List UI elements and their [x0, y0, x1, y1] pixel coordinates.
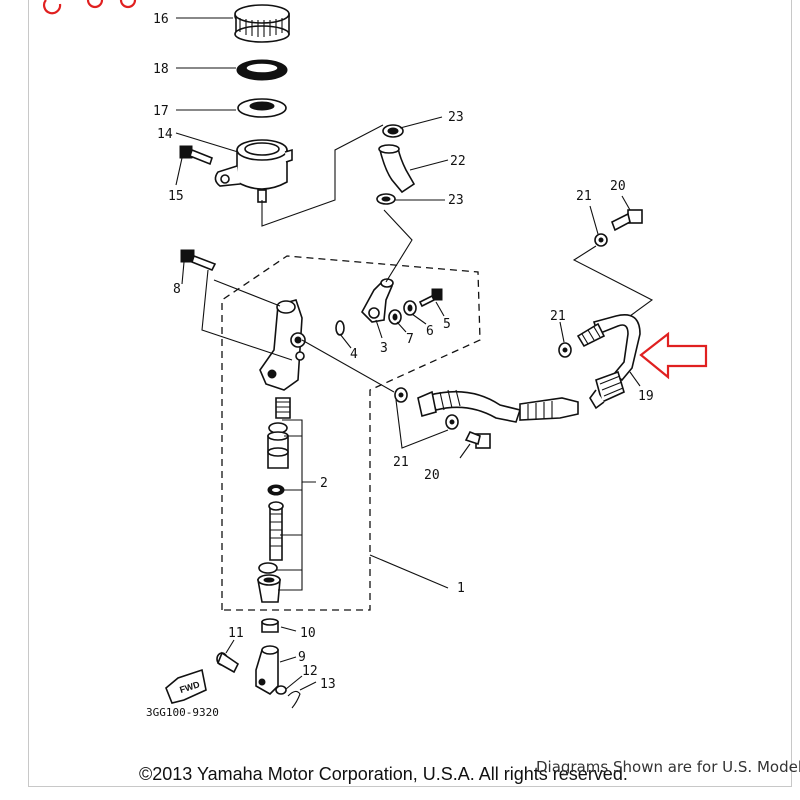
- callout-9: 9: [298, 650, 306, 665]
- part-14-reservoir[interactable]: [214, 139, 293, 203]
- callout-8: 8: [173, 282, 181, 297]
- part-2-piston-kit[interactable]: [257, 397, 291, 603]
- callout-1: 1: [457, 581, 465, 596]
- part-17-plate[interactable]: [237, 98, 287, 118]
- part-13-cotter-pin[interactable]: [287, 690, 301, 709]
- part-20-bolt-top[interactable]: [610, 209, 643, 232]
- callout-7: 7: [406, 332, 414, 347]
- callout-23-top: 23: [448, 110, 464, 125]
- callout-14: 14: [157, 127, 173, 142]
- part-9-clevis[interactable]: [255, 645, 279, 695]
- callout-19: 19: [638, 389, 654, 404]
- part-11-pin[interactable]: [216, 651, 240, 674]
- leader-lines: [175, 17, 654, 691]
- part-22-hose[interactable]: [378, 144, 416, 194]
- master-cylinder-body[interactable]: [259, 299, 306, 391]
- callout-5: 5: [443, 317, 451, 332]
- callout-6: 6: [426, 324, 434, 339]
- part-23-clip-top[interactable]: [382, 124, 404, 138]
- copyright-text: ©2013 Yamaha Motor Corporation, U.S.A. A…: [139, 764, 628, 784]
- part-21-washer-top[interactable]: [594, 233, 608, 247]
- callout-18: 18: [153, 62, 169, 77]
- callout-17: 17: [153, 104, 169, 119]
- fwd-marker: FWD: [165, 668, 207, 704]
- part-5-bolt[interactable]: [418, 288, 443, 308]
- zoom-in-icon[interactable]: [86, 0, 104, 9]
- callout-15: 15: [168, 189, 184, 204]
- part-21-washer-low[interactable]: [445, 414, 459, 430]
- part-10-nut[interactable]: [261, 618, 279, 633]
- highlight-arrow-icon: [639, 331, 708, 380]
- callout-20-top: 20: [610, 179, 626, 194]
- part-19-brake-hose[interactable]: [417, 314, 641, 423]
- callout-22: 22: [450, 154, 466, 169]
- callout-11: 11: [228, 626, 244, 641]
- callout-2: 2: [320, 476, 328, 491]
- part-16-cap[interactable]: [234, 4, 290, 43]
- callout-10: 10: [300, 626, 316, 641]
- callout-21-top: 21: [576, 189, 592, 204]
- part-4-oring[interactable]: [335, 320, 345, 336]
- part-18-diaphragm[interactable]: [236, 59, 288, 81]
- callout-21-mid: 21: [550, 309, 566, 324]
- toolbar-icons[interactable]: [43, 0, 137, 15]
- callout-16: 16: [153, 12, 169, 27]
- washer-near-body[interactable]: [394, 387, 408, 403]
- us-models-note: Diagrams Shown are for U.S. Models: [536, 758, 800, 776]
- diagram-code: 3GG100-9320: [146, 706, 219, 719]
- callout-4: 4: [350, 347, 358, 362]
- callout-labels: 16 18 17 14 15 8 23 22 23 4 3 7 6 5 2 1 …: [146, 12, 654, 719]
- callout-23-bottom: 23: [448, 193, 464, 208]
- part-3-union[interactable]: [361, 278, 394, 323]
- part-6-washer[interactable]: [403, 300, 417, 316]
- reset-icon[interactable]: [43, 0, 62, 15]
- part-7-washer[interactable]: [388, 309, 402, 325]
- assembly-outline: [221, 255, 481, 611]
- callout-20-low: 20: [424, 468, 440, 483]
- part-15-bolt[interactable]: [179, 145, 213, 166]
- part-8-bolt[interactable]: [180, 249, 217, 272]
- diagram-frame: [28, 0, 792, 787]
- zoom-out-icon[interactable]: [119, 0, 137, 9]
- callout-3: 3: [380, 341, 388, 356]
- part-21-washer-mid[interactable]: [558, 342, 572, 358]
- part-20-bolt-low[interactable]: [464, 430, 491, 449]
- callout-21-low: 21: [393, 455, 409, 470]
- part-12-washer[interactable]: [275, 685, 287, 695]
- part-23-clip-bottom[interactable]: [376, 193, 396, 205]
- callout-12: 12: [302, 664, 318, 679]
- callout-13: 13: [320, 677, 336, 692]
